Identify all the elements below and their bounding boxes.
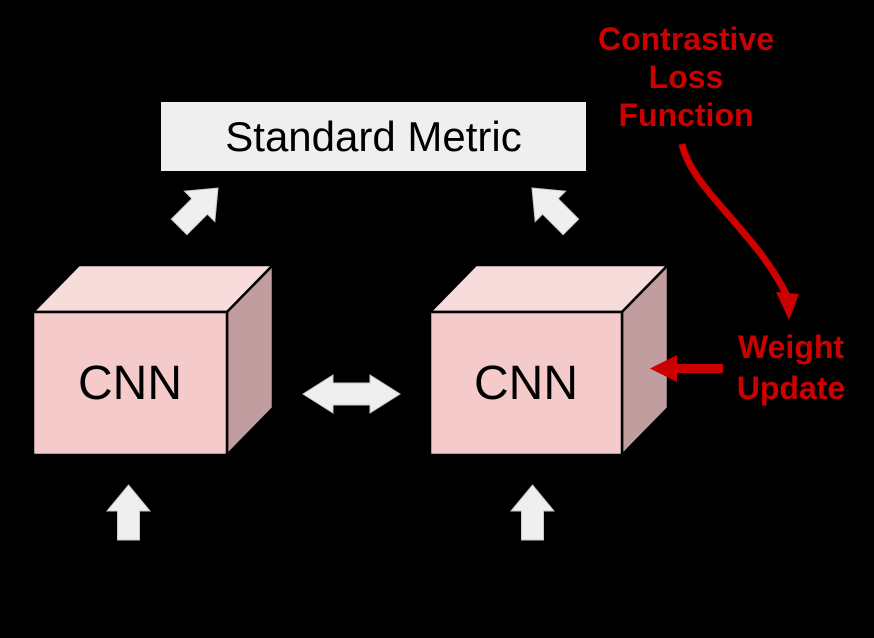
weight-update-line1: Weight: [737, 329, 845, 365]
cnn-right-label: CNN: [474, 357, 578, 410]
cnn-left-box: [30, 261, 276, 459]
weight-update-arrow-icon: [650, 355, 723, 382]
cnn-left-label: CNN: [78, 357, 182, 410]
left-output-arrow-icon: [170, 187, 219, 236]
loss-to-update-curve-arrow-icon: [678, 143, 791, 298]
shared-weights-double-arrow-icon: [302, 374, 401, 414]
left-input-arrow-icon: [105, 484, 152, 541]
right-output-arrow-icon: [531, 187, 580, 236]
contrastive-loss-line3: Function: [618, 97, 754, 133]
right-input-arrow-icon: [509, 484, 556, 541]
loss-to-update-curve-arrowhead-icon: [776, 292, 799, 320]
weight-update-annotation: Weight Update: [711, 327, 871, 409]
weight-update-line2: Update: [736, 370, 846, 406]
contrastive-loss-annotation: Contrastive Loss Function: [586, 20, 786, 134]
contrastive-loss-line2: Loss: [648, 59, 724, 95]
standard-metric-label: Standard Metric: [225, 112, 522, 160]
cnn-right-front-face: [428, 310, 624, 457]
standard-metric-box: Standard Metric: [161, 102, 586, 171]
cnn-right-box: [427, 261, 671, 459]
contrastive-loss-line1: Contrastive: [597, 21, 775, 57]
cnn-left-front-face: [31, 310, 229, 457]
